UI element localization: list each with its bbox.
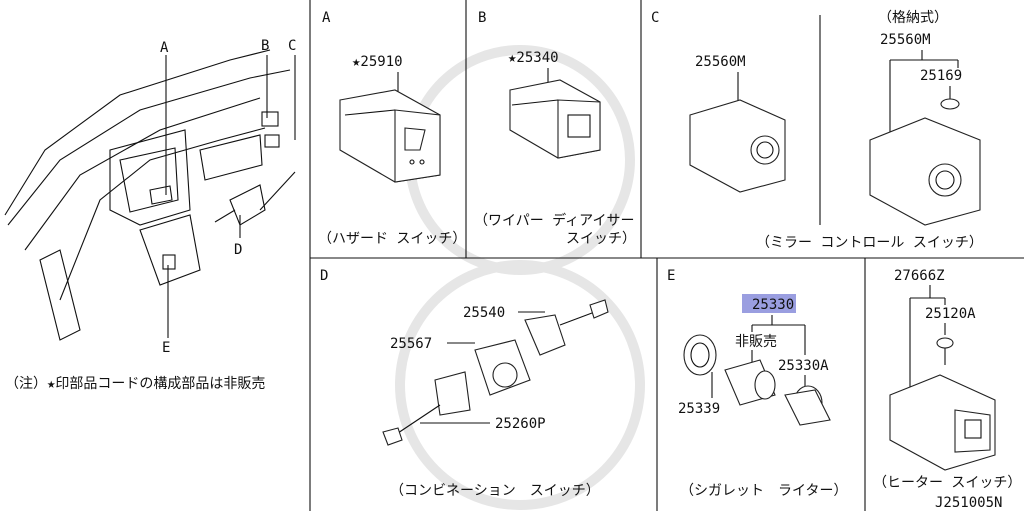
panel-c-part-left: 25560M [695,54,746,70]
overview-label-a: A [160,40,169,56]
overview-note: （注）★印部品コードの構成部品は非販売 [5,376,265,392]
panel-f-part-main: 27666Z [894,268,945,284]
panel-b-letter: B [478,10,486,26]
panel-a-caption: （ハザード スイッチ） [318,231,466,247]
panel-d-letter: D [320,268,328,284]
panel-b-caption-2: スイッチ） [566,231,636,247]
overview-label-b: B [261,38,269,54]
panel-c-part-right: 25560M [880,32,931,48]
heater-switch-drawing [889,337,996,471]
panel-e-caption: （シガレット ライター） [680,483,847,499]
panel-e-part-a: 25330A [778,358,829,374]
panel-b-caption-1: （ワイパー ディアイサー [474,212,634,229]
panel-f-part-screw: 25120A [925,306,976,322]
panel-e-part-highlight: 25330 [752,297,794,313]
dashboard-overview [4,49,296,341]
panel-c-caption: （ミラー コントロール スイッチ） [756,235,983,251]
panel-d-part-1: 25540 [463,305,505,321]
panel-d-part-2: 25567 [390,336,432,352]
mirror-switch-folding-drawing [869,98,981,226]
mirror-switch-drawing [689,99,786,193]
cigarette-lighter-drawing [683,334,831,426]
diagram-id: J251005N [935,495,1002,511]
panel-e-part-ring: 25339 [678,401,720,417]
overview-label-e: E [162,340,170,356]
panel-a-part: ★25910 [352,54,403,70]
wiper-deicer-switch-drawing [509,79,601,159]
part-highlight [742,294,796,313]
overview-label-c: C [288,38,296,54]
panel-c-part-screw: 25169 [920,68,962,84]
panel-e-letter: E [667,268,675,284]
panel-grid [309,0,1024,511]
panel-a-letter: A [322,10,331,26]
hazard-switch-drawing [339,89,441,183]
panel-c-letter: C [651,10,659,26]
panel-e-not-sold: 非販売 [735,334,777,350]
panel-f-caption: （ヒーター スイッチ） [873,475,1021,491]
panel-b-part: ★25340 [508,50,559,66]
combination-switch-drawing [382,299,609,446]
panel-c-note: （格納式） [878,10,948,26]
overview-label-d: D [234,242,242,258]
panel-d-part-3: 25260P [495,416,546,432]
panel-d-caption: （コンビネーション スイッチ） [390,483,600,499]
